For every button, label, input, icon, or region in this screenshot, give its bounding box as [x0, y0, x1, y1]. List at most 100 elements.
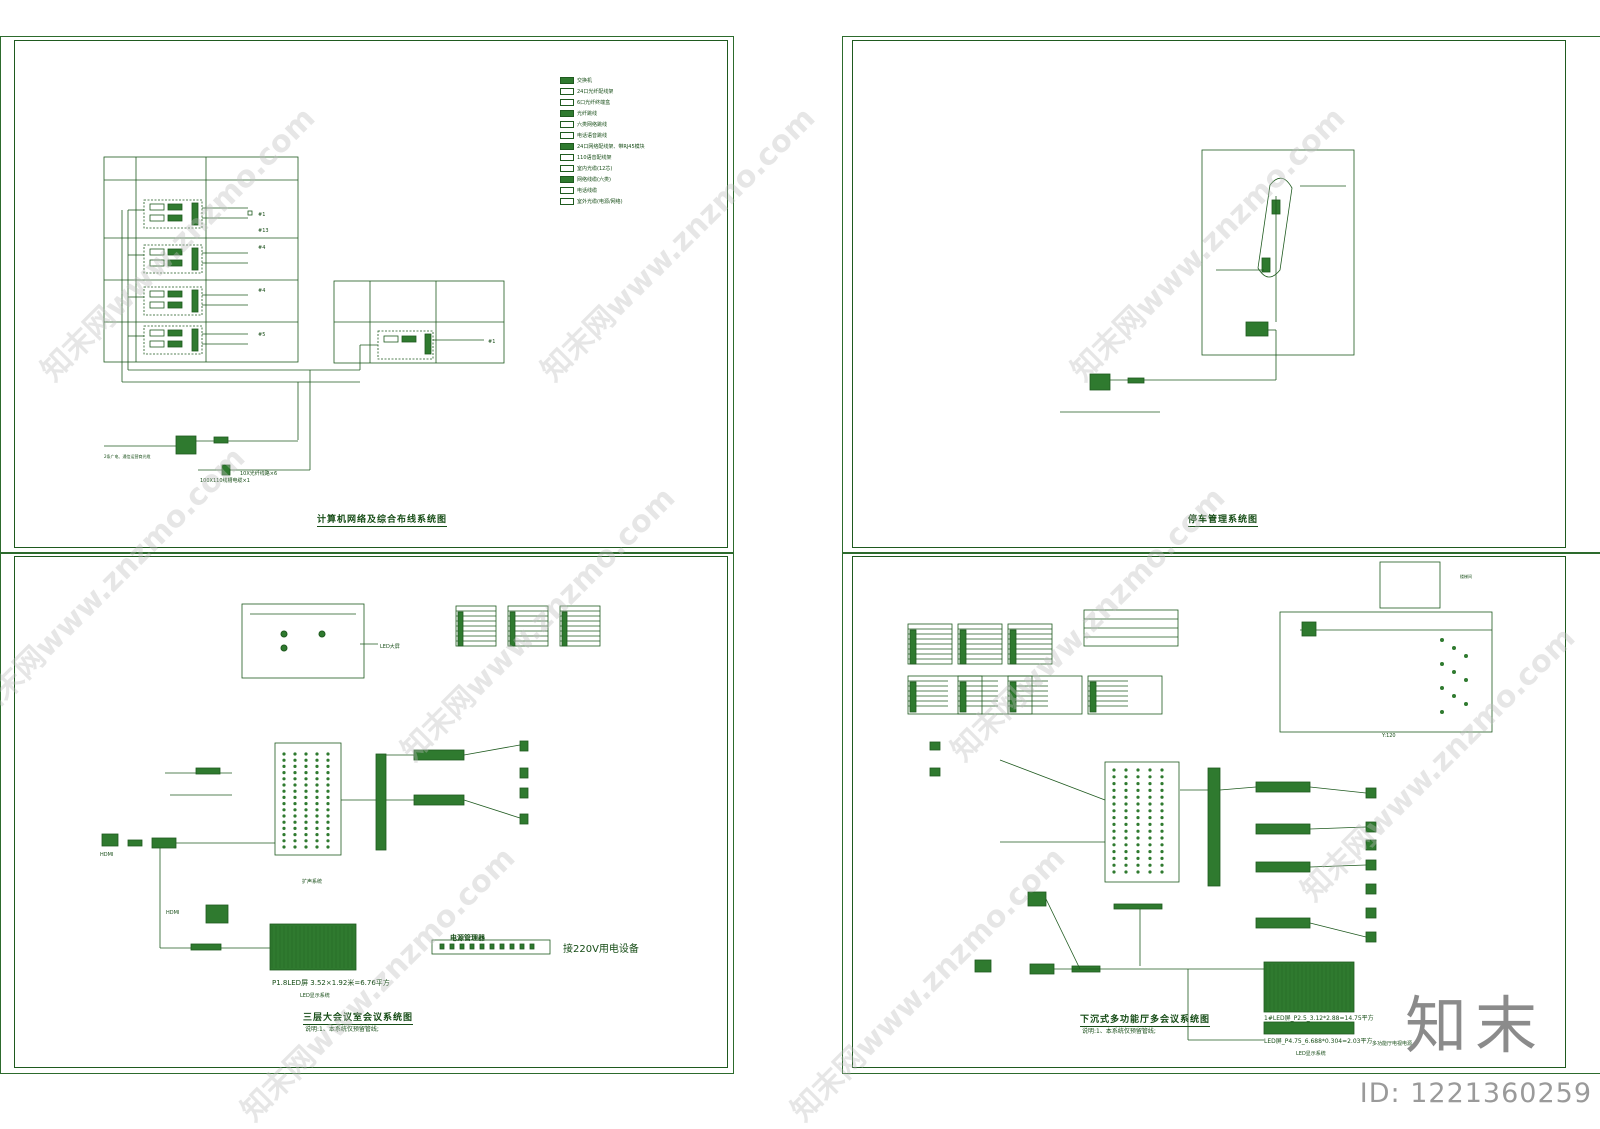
rack-port: [326, 845, 330, 849]
rack-port: [1124, 863, 1128, 867]
rack-port: [1160, 850, 1164, 854]
wireless-ap-icon: [929, 767, 941, 777]
rack-port: [293, 789, 297, 793]
power-strip: [375, 753, 387, 851]
odf-2: [221, 464, 231, 476]
rack-port: [1160, 836, 1164, 840]
rack-port: [293, 808, 297, 812]
audio-rack: [274, 742, 342, 856]
rack-port: [1148, 775, 1152, 779]
hall-speaker-icon: [1365, 859, 1377, 871]
legend-item: 交换机: [560, 75, 710, 86]
core-switch: [175, 435, 197, 455]
video-processor: [190, 943, 222, 951]
rack-port: [315, 764, 319, 769]
rack-port: [1160, 863, 1164, 867]
rack-port: [282, 839, 286, 843]
rack-port: [1148, 843, 1152, 847]
patch-panel: [149, 214, 165, 222]
rack-port: [315, 814, 319, 818]
power-outlet: [519, 943, 525, 950]
rack-port: [304, 789, 308, 793]
legend-label: 室内光缆(12芯): [577, 166, 613, 172]
barrier-gate: [1261, 257, 1271, 273]
sheet-hall-frame: [852, 556, 1566, 1068]
outlet-box: [247, 210, 253, 216]
plan-fixture: [1464, 678, 1468, 682]
rack-port: [1160, 775, 1164, 779]
rack-port: [1160, 809, 1164, 813]
hall-speaker-icon: [1365, 907, 1377, 919]
table-icon-col: [959, 681, 967, 713]
stair-room: [1379, 561, 1441, 609]
rack-port: [1136, 775, 1140, 779]
rack-port: [1124, 809, 1128, 813]
table-icon-col: [959, 629, 967, 665]
meeting-room-plan: [241, 603, 365, 679]
rack-port: [1124, 802, 1128, 806]
bldg-b-odf: [424, 333, 432, 355]
rack-port: [293, 783, 297, 787]
legend-symbol-icon: [560, 88, 574, 95]
rack-port: [304, 783, 308, 787]
speaker-wire: [1309, 826, 1367, 830]
led-screen-sub-label: LED屏_P4.75_6.688*0.304=2.03平方: [1264, 1038, 1373, 1045]
speaker-wire: [1309, 864, 1367, 868]
plan-fixture: [1440, 686, 1444, 690]
legend-label: 6口光纤终端盒: [577, 100, 611, 106]
patch-panel: [149, 259, 165, 267]
rack-port: [1160, 795, 1164, 799]
rack-port: [326, 783, 330, 787]
rack-port: [1112, 782, 1116, 786]
multi-hall-power-label: 多功能厅电视电源: [1372, 1041, 1413, 1047]
power-outlet: [529, 943, 535, 950]
floor-switch: [149, 290, 165, 298]
rack-port: [293, 764, 297, 769]
outlet-count-label: #13: [258, 228, 269, 234]
plan-fixture: [1440, 638, 1444, 642]
amp-wire: [1219, 786, 1257, 791]
sheet-meeting-frame: [14, 556, 728, 1068]
hall-speaker-icon: [1365, 787, 1377, 799]
rack-port: [326, 833, 330, 837]
sound-system-label: 扩声系统: [302, 879, 323, 885]
rack-port: [1160, 768, 1164, 772]
rack-port: [282, 783, 286, 787]
sheet-parking-frame: [852, 40, 1566, 548]
legend-item: 室内光缆(12芯): [560, 163, 710, 174]
floor-cabinet: [143, 244, 203, 274]
image-id-text: ID: 1221360259: [1359, 1078, 1592, 1109]
rack-port: [1124, 782, 1128, 786]
note-meeting: 说明:1、本系统仅预留管线;: [305, 1026, 379, 1033]
floor-box-icon: [280, 630, 288, 638]
rack-port: [326, 820, 330, 824]
table-icon-col: [561, 611, 568, 647]
rack-port: [1124, 829, 1128, 833]
rack-port: [293, 845, 297, 849]
hall-equipment-table: [1087, 675, 1163, 715]
rack-port: [326, 771, 330, 775]
patch-panel: [167, 329, 183, 337]
rack-port: [293, 795, 297, 800]
rack-port: [282, 752, 286, 756]
rack-port: [282, 758, 286, 762]
rack-port: [282, 771, 286, 775]
rack-port: [315, 808, 319, 812]
rack-port: [1124, 870, 1128, 874]
legend-item: 电话线缆: [560, 185, 710, 196]
floor-box-icon: [318, 630, 326, 638]
rack-port: [1124, 850, 1128, 854]
power-outlet: [439, 943, 445, 950]
rack-port: [1112, 795, 1116, 799]
rack-port: [1112, 802, 1116, 806]
mic-wire: [999, 759, 1106, 801]
patch-panel: [167, 214, 183, 222]
rack-port: [1136, 768, 1140, 772]
rack-port: [315, 789, 319, 793]
isp-note-label: 2条广电、通信运营商光缆: [104, 454, 151, 459]
rack-port: [282, 820, 286, 824]
legend-label: 网络线缆(六类): [577, 177, 611, 183]
legend-symbol-icon: [560, 132, 574, 139]
rack-port: [1160, 822, 1164, 827]
floor-switch: [149, 329, 165, 337]
